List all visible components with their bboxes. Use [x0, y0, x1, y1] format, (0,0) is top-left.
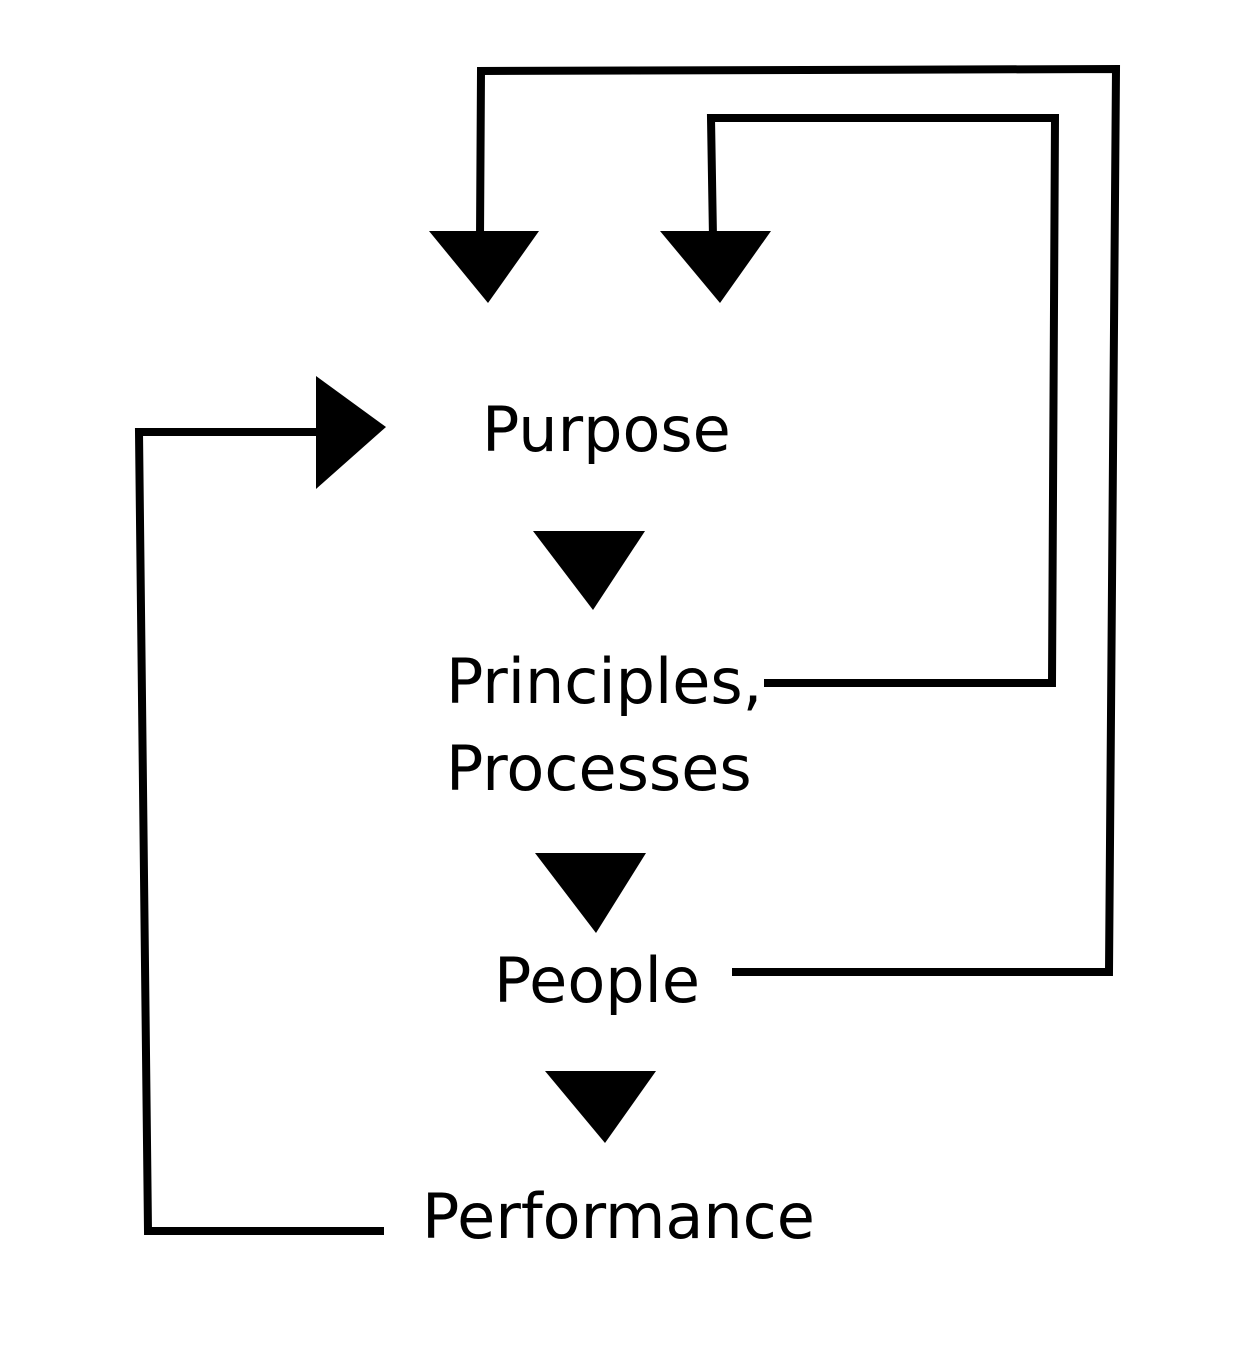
down-arrow-principles-feedback — [660, 231, 771, 303]
feedback-line-principles-to-purpose — [706, 114, 1060, 687]
node-processes-line2: Processes — [446, 732, 752, 805]
feedback-line-performance-to-purpose — [134, 428, 384, 1235]
down-arrow-purpose-to-principles — [533, 531, 645, 610]
down-arrow-people-to-performance — [545, 1071, 656, 1143]
node-principles-line1: Principles, — [446, 645, 762, 718]
node-people: People — [494, 944, 700, 1017]
right-arrow-into-purpose — [316, 376, 386, 489]
node-purpose: Purpose — [482, 393, 731, 466]
node-performance: Performance — [422, 1180, 815, 1253]
down-arrow-processes-to-people — [535, 853, 646, 933]
down-arrow-people-feedback — [429, 231, 539, 303]
feedback-line-people-to-purpose — [476, 64, 1121, 976]
